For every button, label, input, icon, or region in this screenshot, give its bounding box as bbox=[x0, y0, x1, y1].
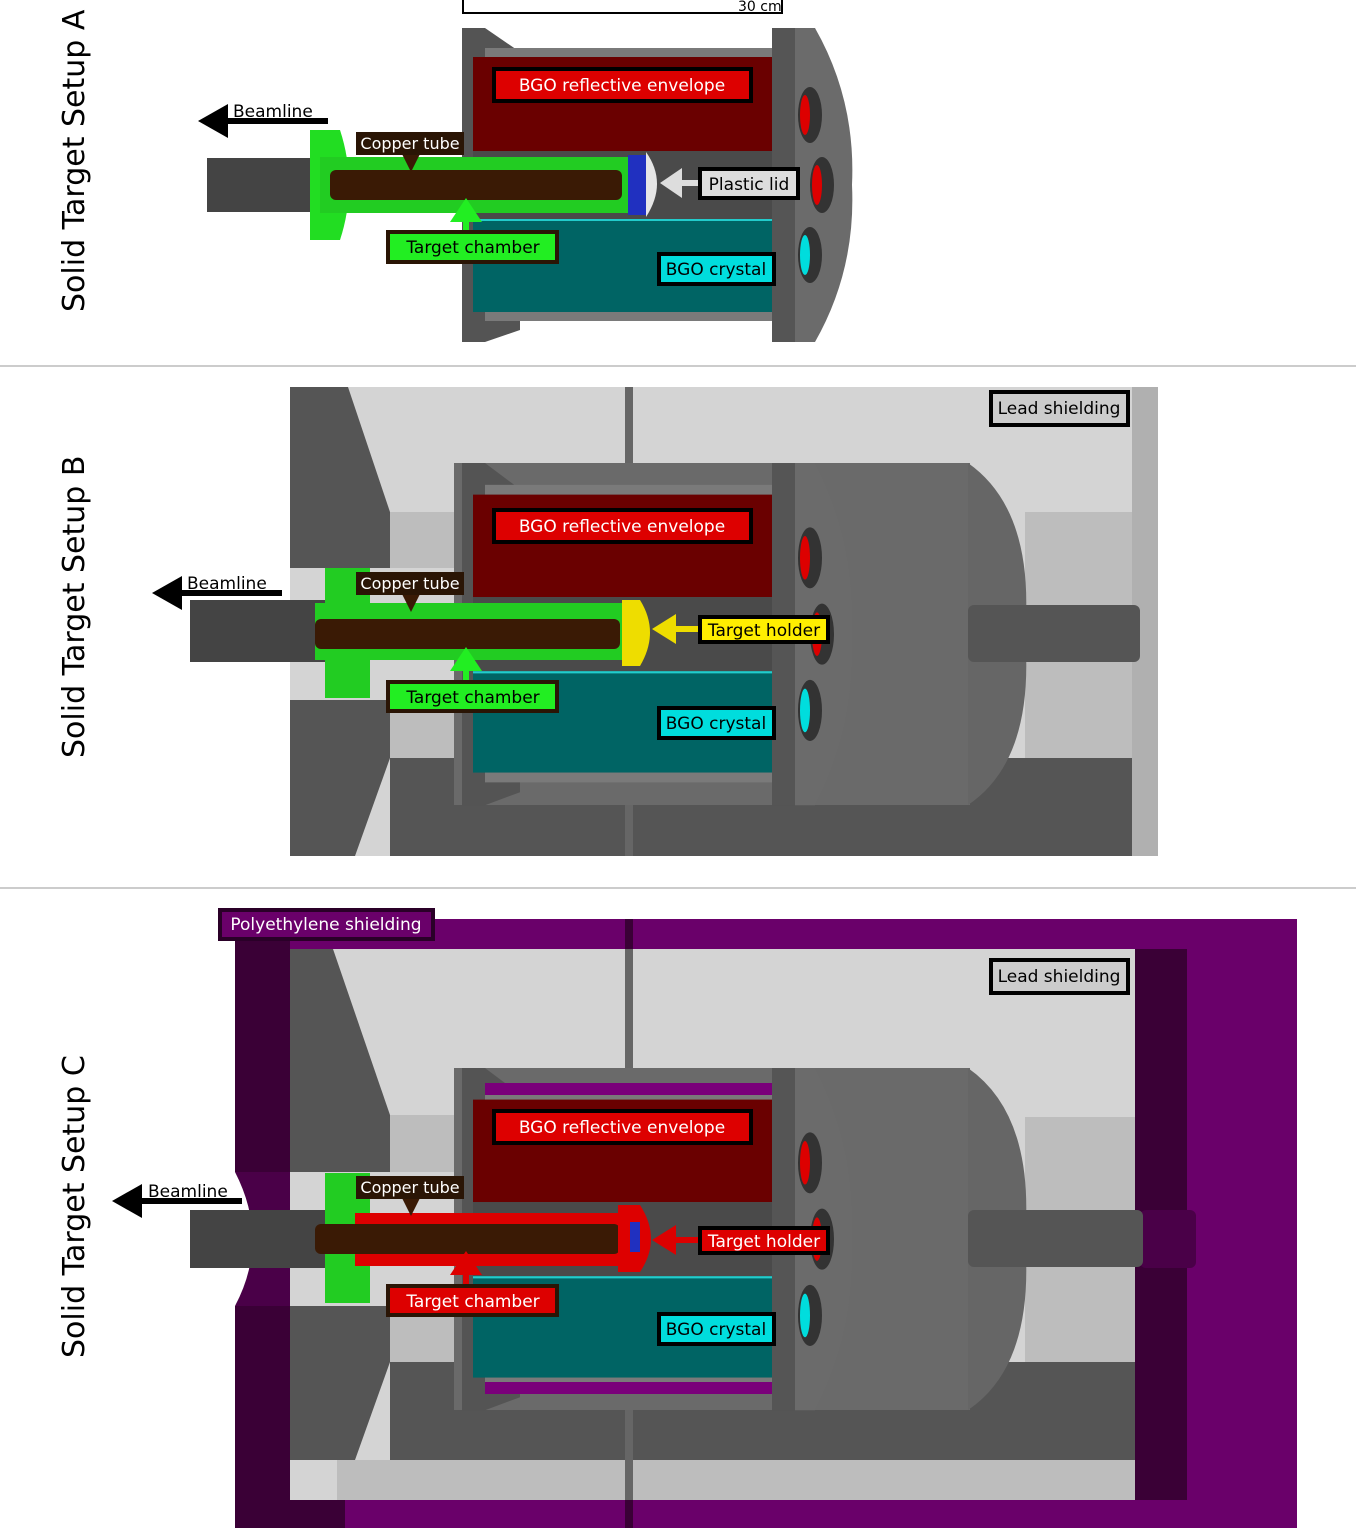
beamline-label: Beamline bbox=[233, 102, 313, 122]
beam-pipe bbox=[190, 1210, 332, 1268]
target-chamber bbox=[315, 568, 650, 698]
svg-text:BGO reflective envelope: BGO reflective envelope bbox=[519, 1118, 725, 1138]
panel-setup-a: Solid Target Setup A 30 cm Beamline BGO … bbox=[57, 0, 853, 342]
svg-text:Target chamber: Target chamber bbox=[405, 688, 539, 708]
svg-text:Lead shielding: Lead shielding bbox=[998, 399, 1121, 419]
svg-text:BGO crystal: BGO crystal bbox=[666, 1320, 766, 1340]
beamline-label: Beamline bbox=[187, 574, 267, 594]
crystal-label: BGO crystal bbox=[657, 706, 776, 740]
svg-text:Copper tube: Copper tube bbox=[360, 574, 459, 593]
crystal-label: BGO crystal bbox=[657, 252, 776, 286]
holder-label: Target holder bbox=[652, 1225, 830, 1255]
copper-label: Copper tube bbox=[356, 572, 464, 612]
svg-text:BGO reflective envelope: BGO reflective envelope bbox=[519, 517, 725, 537]
panel-title: Solid Target Setup A bbox=[57, 9, 92, 312]
target-holder bbox=[622, 600, 650, 666]
panel-setup-b: Solid Target Setup B Beaml bbox=[57, 387, 1158, 856]
svg-text:Target chamber: Target chamber bbox=[405, 1292, 539, 1312]
chamber-label: Target chamber bbox=[386, 1251, 559, 1317]
panel-title: Solid Target Setup B bbox=[57, 456, 92, 758]
lead-label: Lead shielding bbox=[989, 390, 1130, 427]
svg-text:Plastic lid: Plastic lid bbox=[709, 175, 790, 195]
poly-label: Polyethylene shielding bbox=[218, 908, 435, 941]
svg-text:Target chamber: Target chamber bbox=[405, 238, 539, 258]
lead-label: Lead shielding bbox=[989, 958, 1130, 995]
beam-pipe bbox=[190, 600, 332, 662]
chamber-label: Target chamber bbox=[386, 647, 559, 713]
svg-text:Target holder: Target holder bbox=[707, 621, 820, 641]
target-chamber bbox=[310, 130, 657, 240]
svg-text:Copper tube: Copper tube bbox=[360, 1178, 459, 1197]
polyethylene-liner bbox=[485, 1083, 772, 1095]
svg-text:BGO crystal: BGO crystal bbox=[666, 714, 766, 734]
polyethylene-liner bbox=[485, 1382, 772, 1394]
svg-text:Polyethylene shielding: Polyethylene shielding bbox=[230, 915, 421, 935]
beamline-arrow: Beamline bbox=[152, 574, 282, 610]
target-chamber bbox=[315, 1173, 651, 1303]
plastic-lid-label: Plastic lid bbox=[660, 167, 800, 200]
panel-setup-c: Solid Target Setup C bbox=[57, 908, 1297, 1528]
copper-label: Copper tube bbox=[356, 132, 464, 172]
scale-bar: 30 cm bbox=[462, 0, 783, 15]
crystal-label: BGO crystal bbox=[657, 1312, 776, 1346]
svg-text:BGO crystal: BGO crystal bbox=[666, 260, 766, 280]
scale-bar-label: 30 cm bbox=[738, 0, 782, 15]
envelope-label: BGO reflective envelope bbox=[492, 508, 753, 544]
svg-text:Target holder: Target holder bbox=[707, 1232, 820, 1252]
svg-text:Copper tube: Copper tube bbox=[360, 134, 459, 153]
plastic-lid bbox=[646, 152, 657, 217]
envelope-label: BGO reflective envelope bbox=[492, 67, 753, 103]
holder-label: Target holder bbox=[652, 614, 830, 644]
panel-title: Solid Target Setup C bbox=[57, 1055, 92, 1358]
svg-text:BGO reflective envelope: BGO reflective envelope bbox=[519, 76, 725, 96]
chamber-label: Target chamber bbox=[386, 198, 559, 264]
copper-label: Copper tube bbox=[356, 1176, 464, 1216]
svg-text:Lead shielding: Lead shielding bbox=[998, 967, 1121, 987]
beamline-label: Beamline bbox=[148, 1182, 228, 1202]
envelope-label: BGO reflective envelope bbox=[492, 1109, 753, 1145]
beamline-arrow: Beamline bbox=[112, 1182, 242, 1218]
beamline-arrow: Beamline bbox=[198, 102, 328, 138]
